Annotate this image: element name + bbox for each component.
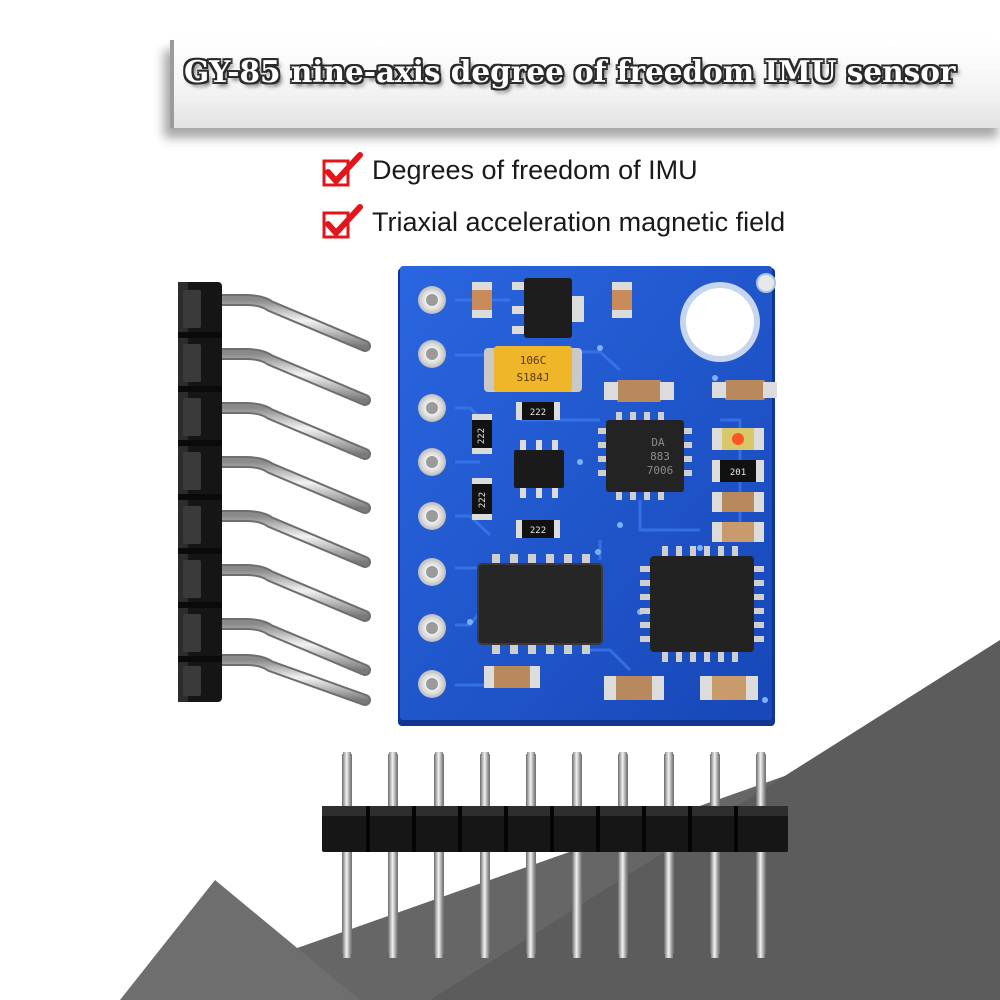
resistor-marking: 201 (730, 468, 746, 478)
straight-pin-header (322, 752, 788, 958)
title-banner: GY-85 nine-axis degree of freedom IMU se… (170, 40, 1000, 128)
capacitor-marking: 106C (520, 354, 547, 367)
background-gray-wedge-left (120, 880, 360, 1000)
chip-marking: DA (651, 436, 665, 449)
red-check-icon (322, 204, 363, 239)
feature-label: Degrees of freedom of IMU (372, 154, 698, 185)
resistor-marking: 222 (530, 408, 546, 418)
smd-capacitors-bottom (484, 666, 758, 700)
sot-chip (514, 440, 564, 498)
header-pins-vertical (342, 752, 766, 958)
red-check-icon (322, 152, 363, 187)
smd-capacitors-top (472, 282, 777, 402)
accelerometer-chip: DA 883 7006 (598, 412, 692, 500)
chip-marking: 7006 (647, 464, 674, 477)
resistor-marking: 222 (478, 492, 488, 508)
feature-label: Triaxial acceleration magnetic field (372, 206, 786, 237)
page-title: GY-85 nine-axis degree of freedom IMU se… (184, 54, 956, 89)
resistor-marking: 222 (477, 428, 487, 444)
pcb-pin-pads (418, 286, 446, 698)
chip-marking: 883 (650, 450, 670, 463)
feature-item-triaxial: Triaxial acceleration magnetic field (322, 202, 785, 242)
voltage-regulator-chip (512, 278, 584, 338)
header-pins-horizontal (150, 294, 371, 706)
smd-resistors: 222 222 222 222 201 (472, 402, 764, 538)
gyroscope-chip (477, 554, 603, 654)
resistor-marking: 222 (530, 526, 546, 536)
feature-item-dof: Degrees of freedom of IMU (322, 150, 698, 190)
gy85-pcb-board: 106C S184J 222 222 222 222 201 (398, 266, 777, 726)
capacitor-marking: S184J (516, 371, 549, 384)
right-angle-pin-header (150, 282, 371, 706)
magnetometer-chip (640, 546, 764, 662)
smd-parts-right-column (712, 428, 764, 542)
header-plastic-strip (322, 806, 788, 852)
tantalum-capacitor: 106C S184J (484, 346, 582, 392)
header-plastic-housing (178, 282, 222, 702)
